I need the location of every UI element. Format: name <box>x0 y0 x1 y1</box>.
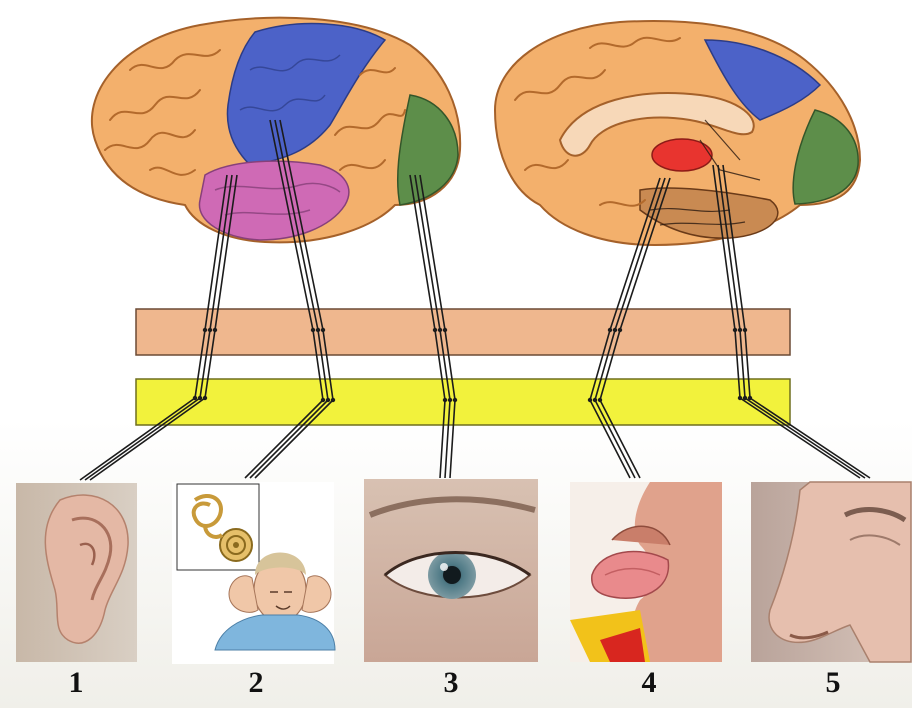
eye-image <box>364 479 538 662</box>
lateral-brain <box>92 18 460 243</box>
pathway-5-junction <box>743 396 747 400</box>
label-5: 5 <box>803 666 863 700</box>
pathway-3-junction <box>448 398 452 402</box>
lower-relay-band <box>136 379 790 425</box>
pathway-4-junction <box>598 398 602 402</box>
ear-image <box>16 483 137 662</box>
inner-ear-headache-image <box>172 482 335 664</box>
label-3: 3 <box>421 666 481 700</box>
pathway-2-junction <box>321 328 325 332</box>
pathway-4-junction <box>608 328 612 332</box>
pathway-3-junction <box>438 328 442 332</box>
pathway-5-junction <box>748 396 752 400</box>
pathway-2-junction <box>316 328 320 332</box>
pathway-3-junction <box>433 328 437 332</box>
pathway-4-junction <box>618 328 622 332</box>
pathway-5-junction <box>738 396 742 400</box>
pathway-1-junction <box>193 396 197 400</box>
tongue-image <box>570 482 722 662</box>
pathway-3-junction <box>443 328 447 332</box>
pathway-5-junction <box>738 328 742 332</box>
medial-brain <box>495 21 860 245</box>
pathway-3-junction <box>453 398 457 402</box>
label-2: 2 <box>226 666 286 700</box>
pathway-3-junction <box>443 398 447 402</box>
pathway-2-junction <box>321 398 325 402</box>
pathway-1-junction <box>213 328 217 332</box>
pathway-4-junction <box>613 328 617 332</box>
pathway-2-junction <box>311 328 315 332</box>
pathway-4-junction <box>593 398 597 402</box>
pathway-5-junction <box>743 328 747 332</box>
pathway-4-junction <box>588 398 592 402</box>
label-4: 4 <box>619 666 679 700</box>
pathway-5-junction <box>733 328 737 332</box>
pathway-2-junction <box>326 398 330 402</box>
pathway-1-junction <box>198 396 202 400</box>
label-1: 1 <box>46 666 106 700</box>
pathway-2-junction <box>331 398 335 402</box>
pathway-1-junction <box>203 396 207 400</box>
pathway-1-junction <box>203 328 207 332</box>
upper-relay-band <box>136 309 790 355</box>
pathway-1-junction <box>208 328 212 332</box>
nose-image <box>751 482 911 662</box>
